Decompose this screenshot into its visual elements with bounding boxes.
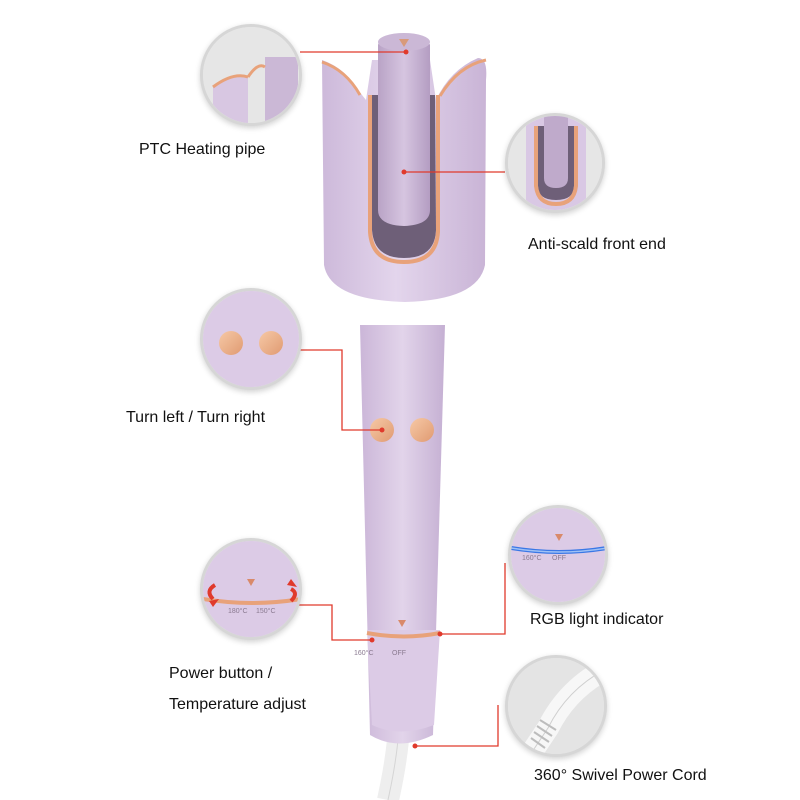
power-button-label-line2: Temperature adjust (169, 696, 306, 713)
rgb-indicator-detail-circle (508, 505, 608, 605)
power-button-label-line1: Power button / (169, 665, 273, 682)
leader-lines (298, 51, 506, 747)
dial-arrow-icon (398, 620, 406, 627)
rgb-light-indicator-label: RGB light indicator (530, 611, 664, 628)
handle-off-label: OFF (392, 650, 406, 657)
ptc-heating-pipe (378, 35, 430, 226)
anti-scald-detail-circle (505, 113, 605, 213)
pipe-tip-marker (399, 39, 409, 47)
dial-temp-mid: 180°C (228, 608, 248, 615)
handle-collar (367, 630, 440, 732)
turn-left-right-label: Turn left / Turn right (126, 409, 266, 426)
anti-scald-front-end-label: Anti-scald front end (528, 236, 666, 253)
rgb-off-label: OFF (552, 555, 566, 562)
ptc-pipe-detail-circle (200, 24, 302, 126)
rgb-temp-label: 160°C (522, 555, 542, 562)
handle-temp-label: 160°C (354, 650, 374, 657)
dial-temp-high: 150°C (256, 608, 276, 615)
swivel-power-cord-label: 360° Swivel Power Cord (534, 767, 707, 784)
turn-right-button[interactable] (410, 418, 434, 442)
turn-buttons-detail-circle (200, 288, 302, 390)
swivel-cord-detail-circle (505, 655, 607, 757)
power-ring (366, 631, 441, 639)
ptc-heating-pipe-label: PTC Heating pipe (139, 141, 266, 158)
power-dial-detail-circle (200, 538, 302, 640)
head-rim (321, 58, 487, 97)
